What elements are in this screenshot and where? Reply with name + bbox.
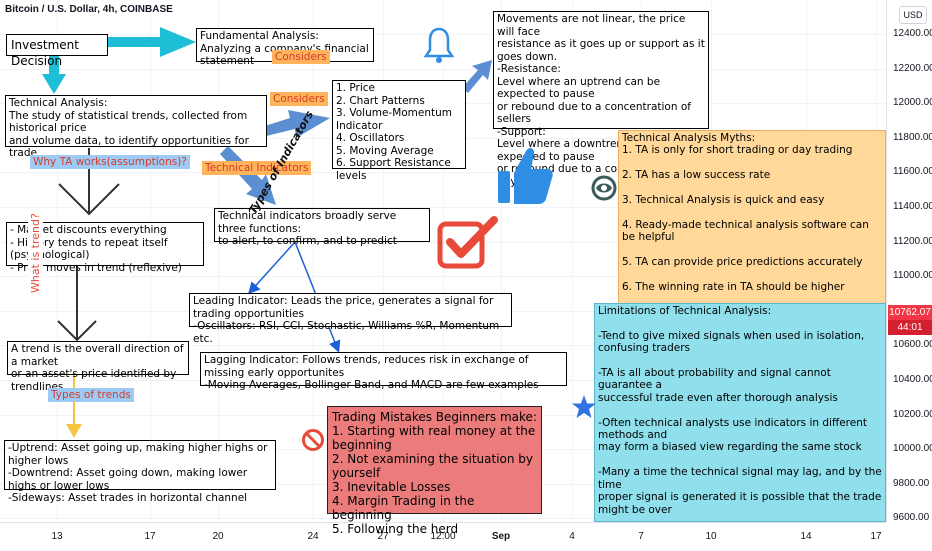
price-axis[interactable]: 12400.00 12200.00 12000.00 11800.00 11600.00… [886,0,932,524]
investment-decision-box: Investment Decision [6,34,108,68]
time-tick-label: 12:00 [430,531,456,542]
lagging-indicator-box: Lagging Indicator: Follows trends, reduc… [200,352,567,391]
time-tick-label: Sep [491,531,511,542]
why-ta-tag: Why TA works(assumptions)? [30,155,190,169]
leading-indicator-box: Leading Indicator: Leads the price, gene… [189,293,512,345]
time-tick-label: 13 [51,531,63,542]
star-icon [572,395,596,418]
current-price-tag: 10762.07 [888,305,932,320]
types-of-trends-tag: Types of trends [48,388,134,402]
time-tick-label: 4 [569,531,575,542]
time-tick-label: 17 [870,531,882,542]
support-resistance-box: Movements are not linear, the price will… [493,11,709,188]
time-tick-label: 14 [800,531,812,542]
time-tick-label: 20 [212,531,224,542]
considers-tag-top: Considers [272,50,330,64]
time-tick-label: 24 [307,531,319,542]
bar-countdown-tag: 44:01 [888,320,932,335]
price-tick-label: 11200.00 [893,235,932,247]
price-tick-label: 10000.00 [893,443,932,455]
price-tick-label: 10600.00 [893,339,932,351]
trading-mistakes-box: Trading Mistakes Beginners make: 1. Star… [327,406,542,536]
price-tick-label: 11000.00 [893,270,932,282]
considers-tag-mid: Considers [270,92,328,106]
trend-types-box: -Uptrend: Asset going up, making higher … [4,440,276,504]
vertical-gridline [572,0,573,522]
currency-button[interactable]: USD [899,6,927,24]
time-tick-label: 7 [638,531,644,542]
price-tick-label: 11600.00 [893,166,932,178]
time-axis[interactable]: 13 17 20 24 27 12:00 Sep 4 7 10 14 17 [0,522,886,551]
vertical-gridline [383,0,384,522]
price-tick-label: 12000.00 [893,97,932,109]
technical-analysis-box: Technical Analysis: The study of statist… [5,95,267,159]
price-tick-label: 10200.00 [893,408,932,420]
time-tick-label: 17 [144,531,156,542]
vertical-gridline [501,0,502,522]
trend-definition-box: A trend is the overall direction of a ma… [7,341,189,393]
thumbs-up-icon [498,148,553,204]
price-tick-label: 10400.00 [893,374,932,385]
considers-list-box: 1. Price 2. Chart Patterns 3. Volume-Mom… [332,80,466,182]
price-tick-label: 12400.00 [893,28,932,39]
price-tick-label: 9600.00 [893,512,930,524]
ta-myths-box: Technical Analysis Myths: 1. TA is only … [618,130,886,305]
symbol-title: Bitcoin / U.S. Dollar, 4h, COINBASE [5,4,173,15]
what-is-trend-tag: What is trend? [28,210,43,296]
vertical-gridline [443,0,444,522]
technical-indicators-tag: Technical Indicators [202,161,312,175]
no-entry-icon [302,429,324,451]
vertical-gridline [218,0,219,522]
indicator-functions-box: Technical indicators broadly serve three… [214,208,430,247]
price-tick-label: 11800.00 [893,131,932,143]
bell-icon [424,27,454,63]
ta-limitations-box: Limitations of Technical Analysis: -Tend… [594,303,886,522]
eye-icon [591,175,617,201]
price-tick-label: 11400.00 [893,201,932,212]
checkmark-icon [437,216,498,269]
time-tick-label: 27 [377,531,389,542]
price-tick-label: 9800.00 [893,477,930,489]
time-tick-label: 10 [705,531,717,542]
price-tick-label: 12200.00 [893,62,932,74]
